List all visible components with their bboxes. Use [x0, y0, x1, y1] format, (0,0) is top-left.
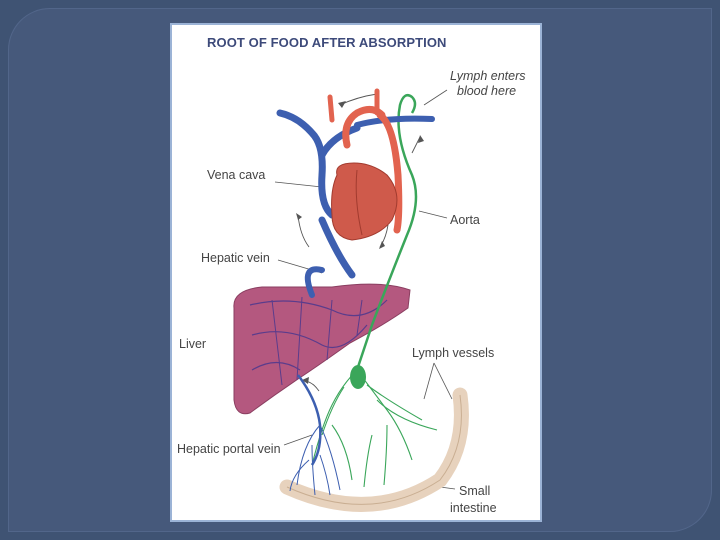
lymph-node	[350, 365, 366, 389]
circulation-diagram	[233, 88, 469, 512]
label-liver: Liver	[179, 337, 207, 351]
lymph-vessel-lines	[355, 94, 418, 371]
label-blood-here: blood here	[457, 84, 517, 98]
label-hepatic-vein: Hepatic vein	[201, 251, 270, 265]
label-small: Small	[459, 484, 491, 498]
label-intestine: intestine	[450, 501, 497, 515]
diagram-title: ROOT OF FOOD AFTER ABSORPTION	[207, 35, 447, 50]
vein-lines	[276, 109, 361, 279]
label-lymph-vessels: Lymph vessels	[412, 346, 495, 360]
label-hepatic-portal-vein: Hepatic portal vein	[177, 442, 281, 456]
label-pointers	[274, 89, 456, 490]
label-vena-cava: Vena cava	[207, 168, 266, 182]
small-intestine-shape	[279, 387, 469, 512]
label-lymph-enters: Lymph enters	[450, 69, 526, 83]
arrow-heads	[296, 101, 424, 384]
diagram-figure: ROOT OF FOOD AFTER ABSORPTION Lymph ente…	[170, 23, 542, 522]
label-aorta: Aorta	[450, 213, 480, 227]
heart-shape	[331, 162, 398, 241]
liver-shape	[233, 283, 411, 415]
